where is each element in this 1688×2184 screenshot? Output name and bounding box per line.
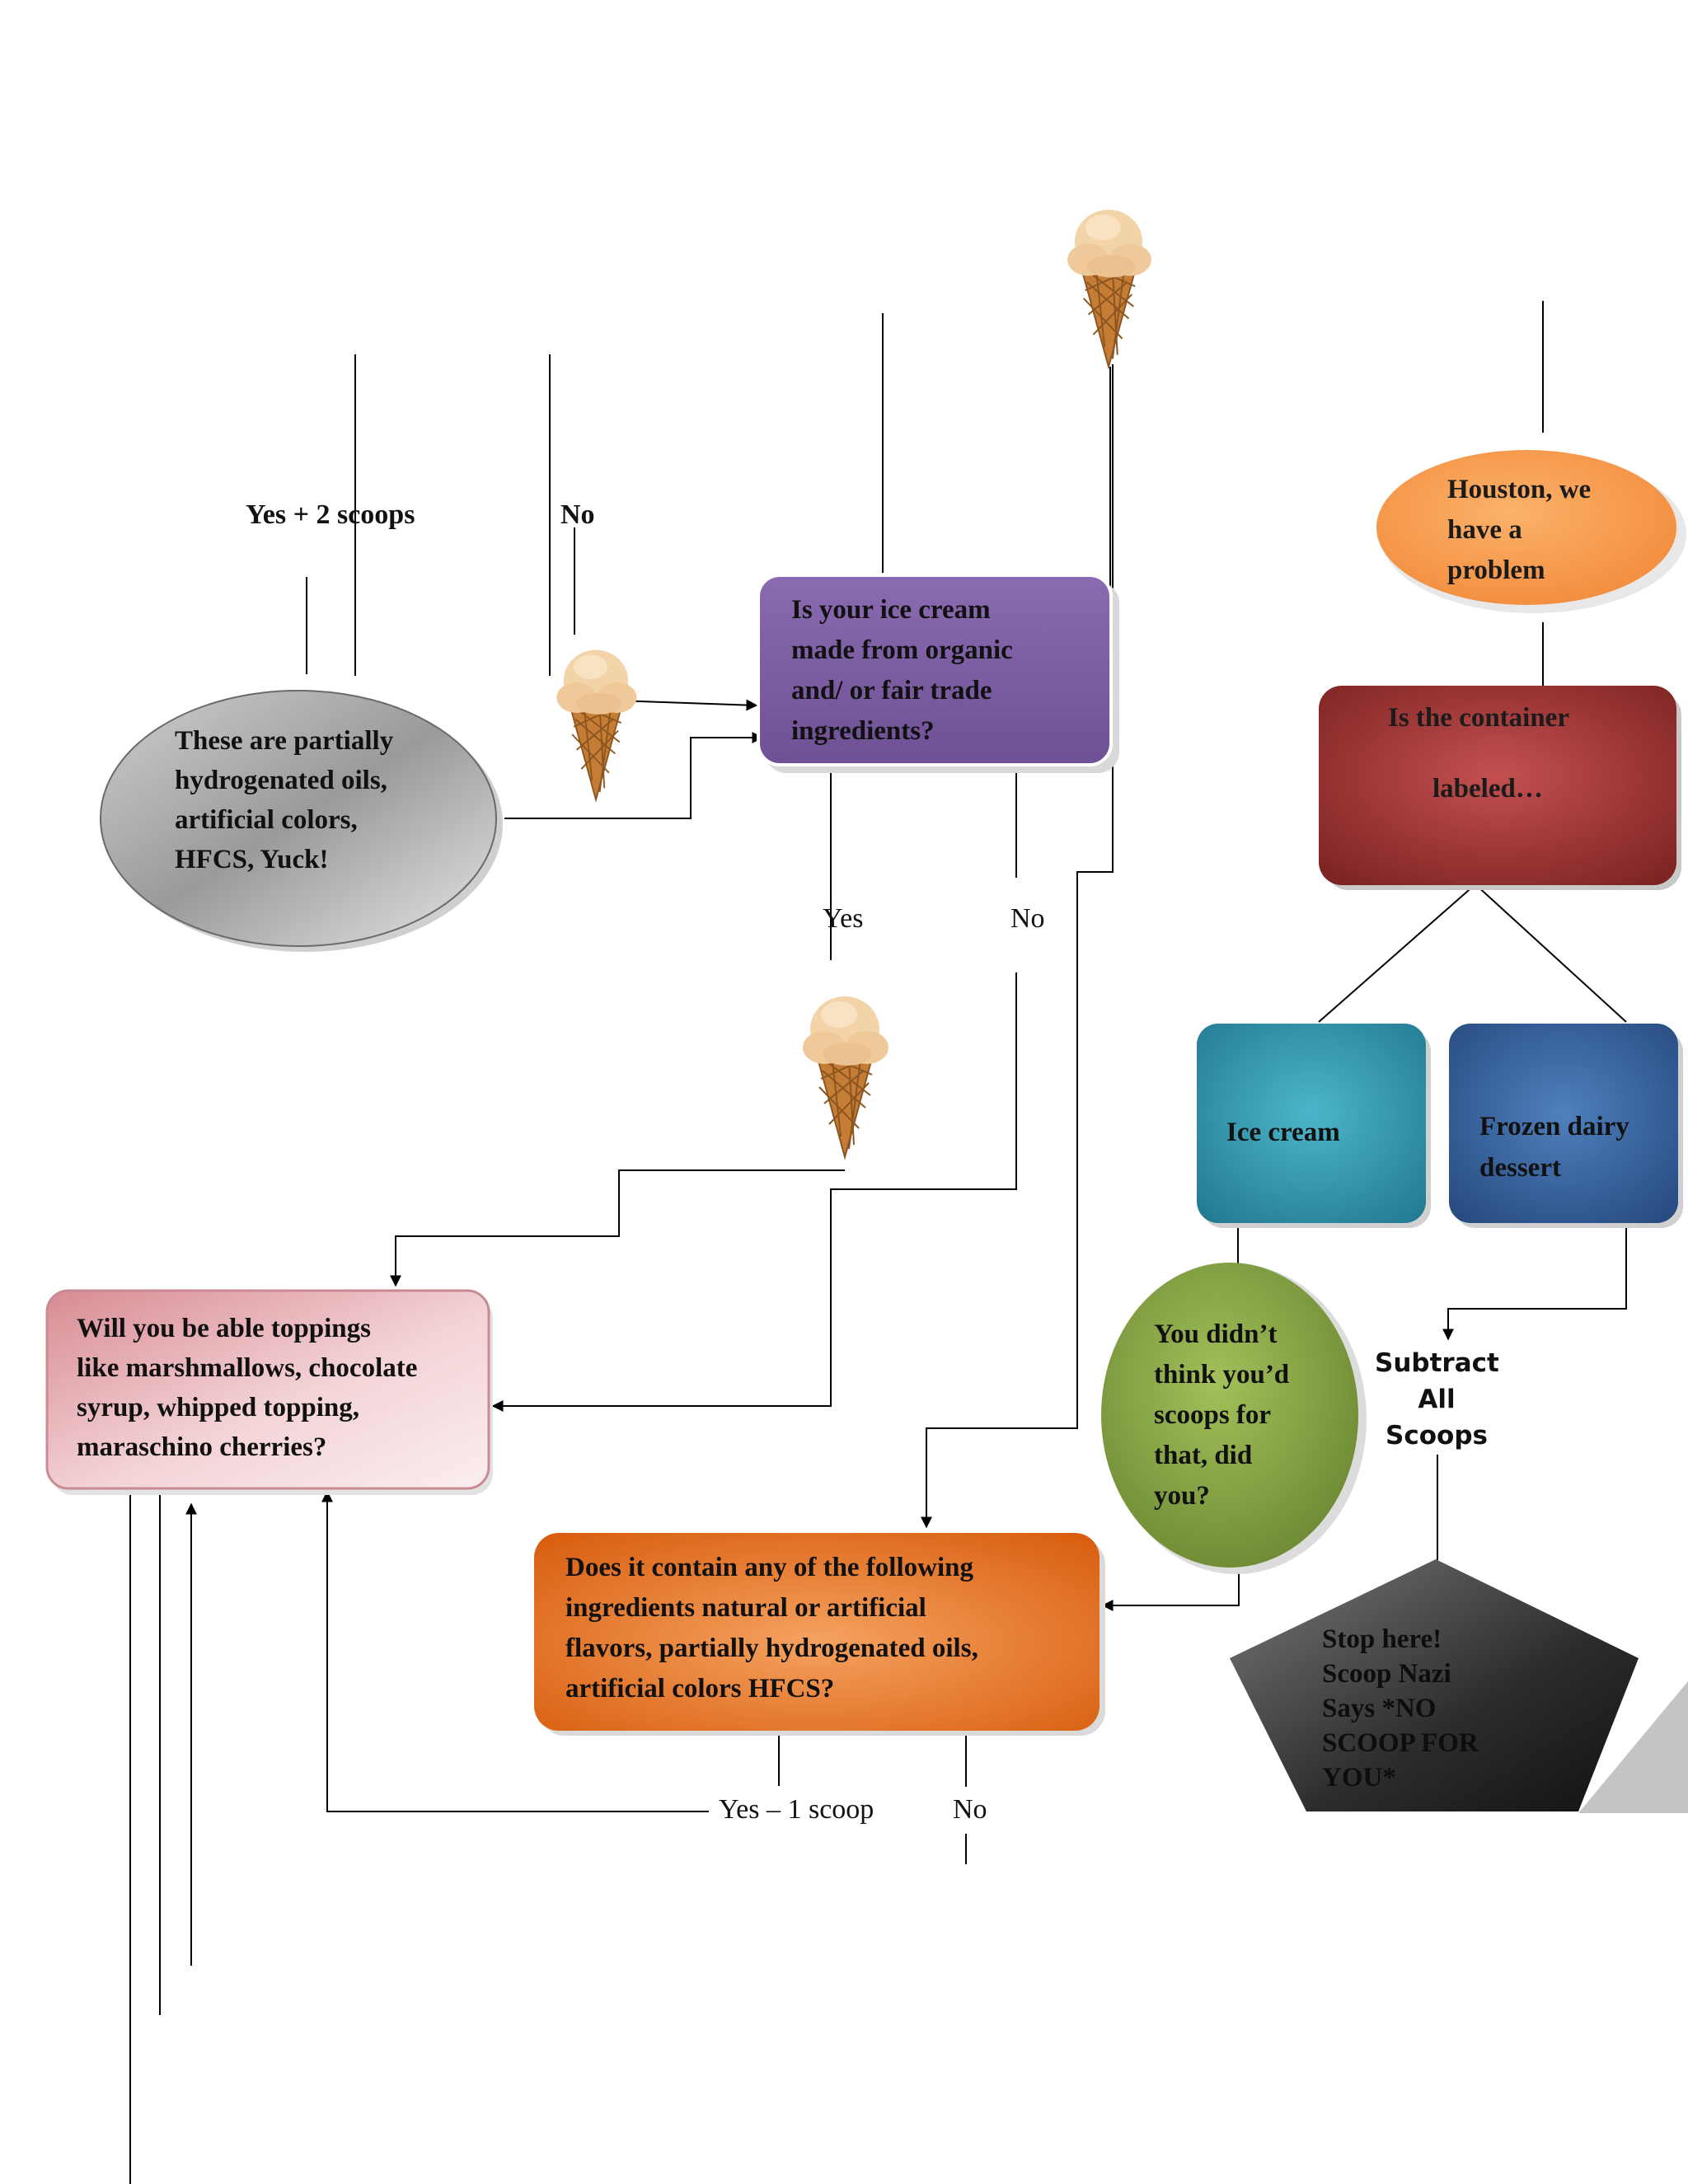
- subtract-text: Subtract All Scoops: [1375, 1345, 1499, 1454]
- didnt-think-text: You didn’t think you’d scoops for that, …: [1154, 1315, 1289, 1516]
- container-line: Is the container: [1388, 703, 1569, 733]
- contains-text: Does it contain any of the following ing…: [565, 1548, 978, 1709]
- toppings-box: [45, 1289, 490, 1490]
- stop-here-line: SCOOP FOR: [1322, 1728, 1479, 1758]
- toppings-line: like marshmallows, chocolate: [77, 1353, 418, 1383]
- stop-here-shadow: [1578, 1681, 1688, 1813]
- contains-box: [534, 1533, 1100, 1731]
- label-no-top: No: [560, 499, 595, 530]
- didnt-think-line: scoops for: [1154, 1400, 1272, 1430]
- label-yes-1-scoop: Yes – 1 scoop: [714, 1794, 879, 1825]
- frozen-dairy-text: Frozen dairy dessert: [1479, 1106, 1629, 1188]
- stop-here-line: YOU*: [1322, 1763, 1396, 1793]
- label-no-organic: No: [1010, 903, 1045, 934]
- ice-cream-cone-icon: [801, 995, 890, 1159]
- ice-cream-line: Ice cream: [1226, 1118, 1340, 1147]
- container-line: [1388, 736, 1569, 771]
- organic-line: and/ or fair trade: [791, 676, 992, 705]
- organic-line: made from organic: [791, 635, 1013, 665]
- label-yes-2-scoops: Yes + 2 scoops: [246, 499, 415, 530]
- houston-text: Houston, we have a problem: [1447, 470, 1591, 591]
- container-box: [1319, 686, 1676, 885]
- houston-line: Houston, we: [1447, 475, 1592, 504]
- toppings-line: syrup, whipped topping,: [77, 1393, 359, 1422]
- label-yes-organic: Yes: [823, 903, 864, 934]
- connector-lines: [129, 301, 1627, 2184]
- partially-text: These are partially hydrogenated oils, a…: [175, 721, 393, 879]
- label-no-bottom: No: [953, 1794, 987, 1825]
- partially-line: HFCS, Yuck!: [175, 845, 329, 874]
- didnt-think-line: you?: [1154, 1481, 1210, 1511]
- ice-cream-text: Ice cream: [1226, 1113, 1340, 1153]
- ice-cream-cone-icon: [1067, 209, 1152, 368]
- ice-cream-box: [1197, 1024, 1426, 1223]
- didnt-think-line: think you’d: [1154, 1360, 1290, 1390]
- subtract-line: All: [1418, 1385, 1456, 1414]
- organic-text: Is your ice cream made from organic and/…: [791, 590, 1013, 752]
- toppings-line: Will you be able toppings: [77, 1314, 371, 1343]
- container-line: labeled…: [1432, 774, 1543, 804]
- subtract-line: Subtract: [1375, 1348, 1499, 1378]
- houston-line: have a: [1447, 515, 1522, 545]
- didnt-think-line: that, did: [1154, 1441, 1253, 1470]
- frozen-dairy-line: Frozen dairy: [1479, 1112, 1629, 1141]
- houston-line: problem: [1447, 555, 1545, 585]
- organic-line: ingredients?: [791, 716, 935, 746]
- organic-box: [757, 574, 1113, 766]
- didnt-think-ellipse: [1101, 1263, 1358, 1568]
- ice-cream-cone-icon: [556, 649, 638, 801]
- contains-line: artificial colors HFCS?: [565, 1674, 835, 1704]
- frozen-dairy-line: dessert: [1479, 1153, 1561, 1183]
- houston-ellipse: [1376, 450, 1676, 605]
- contains-line: Does it contain any of the following: [565, 1553, 973, 1582]
- stop-here-line: Scoop Nazi: [1322, 1659, 1451, 1689]
- didnt-think-line: You didn’t: [1154, 1319, 1278, 1349]
- container-text: Is the container labeled…: [1388, 701, 1569, 807]
- stop-here-line: Stop here!: [1322, 1624, 1442, 1654]
- contains-line: ingredients natural or artificial: [565, 1593, 926, 1623]
- partially-line: artificial colors,: [175, 805, 358, 835]
- toppings-text: Will you be able toppings like marshmall…: [77, 1309, 417, 1467]
- stop-here-line: Says *NO: [1322, 1694, 1437, 1723]
- toppings-line: maraschino cherries?: [77, 1432, 327, 1462]
- partially-line: hydrogenated oils,: [175, 766, 387, 795]
- partially-ellipse: [100, 690, 497, 947]
- frozen-dairy-box: [1449, 1024, 1678, 1223]
- subtract-line: Scoops: [1386, 1421, 1488, 1451]
- stop-here-text: Stop here! Scoop Nazi Says *NO SCOOP FOR…: [1322, 1622, 1479, 1795]
- organic-line: Is your ice cream: [791, 595, 991, 625]
- stop-here-pentagon: [1230, 1559, 1639, 1811]
- contains-line: flavors, partially hydrogenated oils,: [565, 1633, 978, 1663]
- partially-line: These are partially: [175, 726, 394, 756]
